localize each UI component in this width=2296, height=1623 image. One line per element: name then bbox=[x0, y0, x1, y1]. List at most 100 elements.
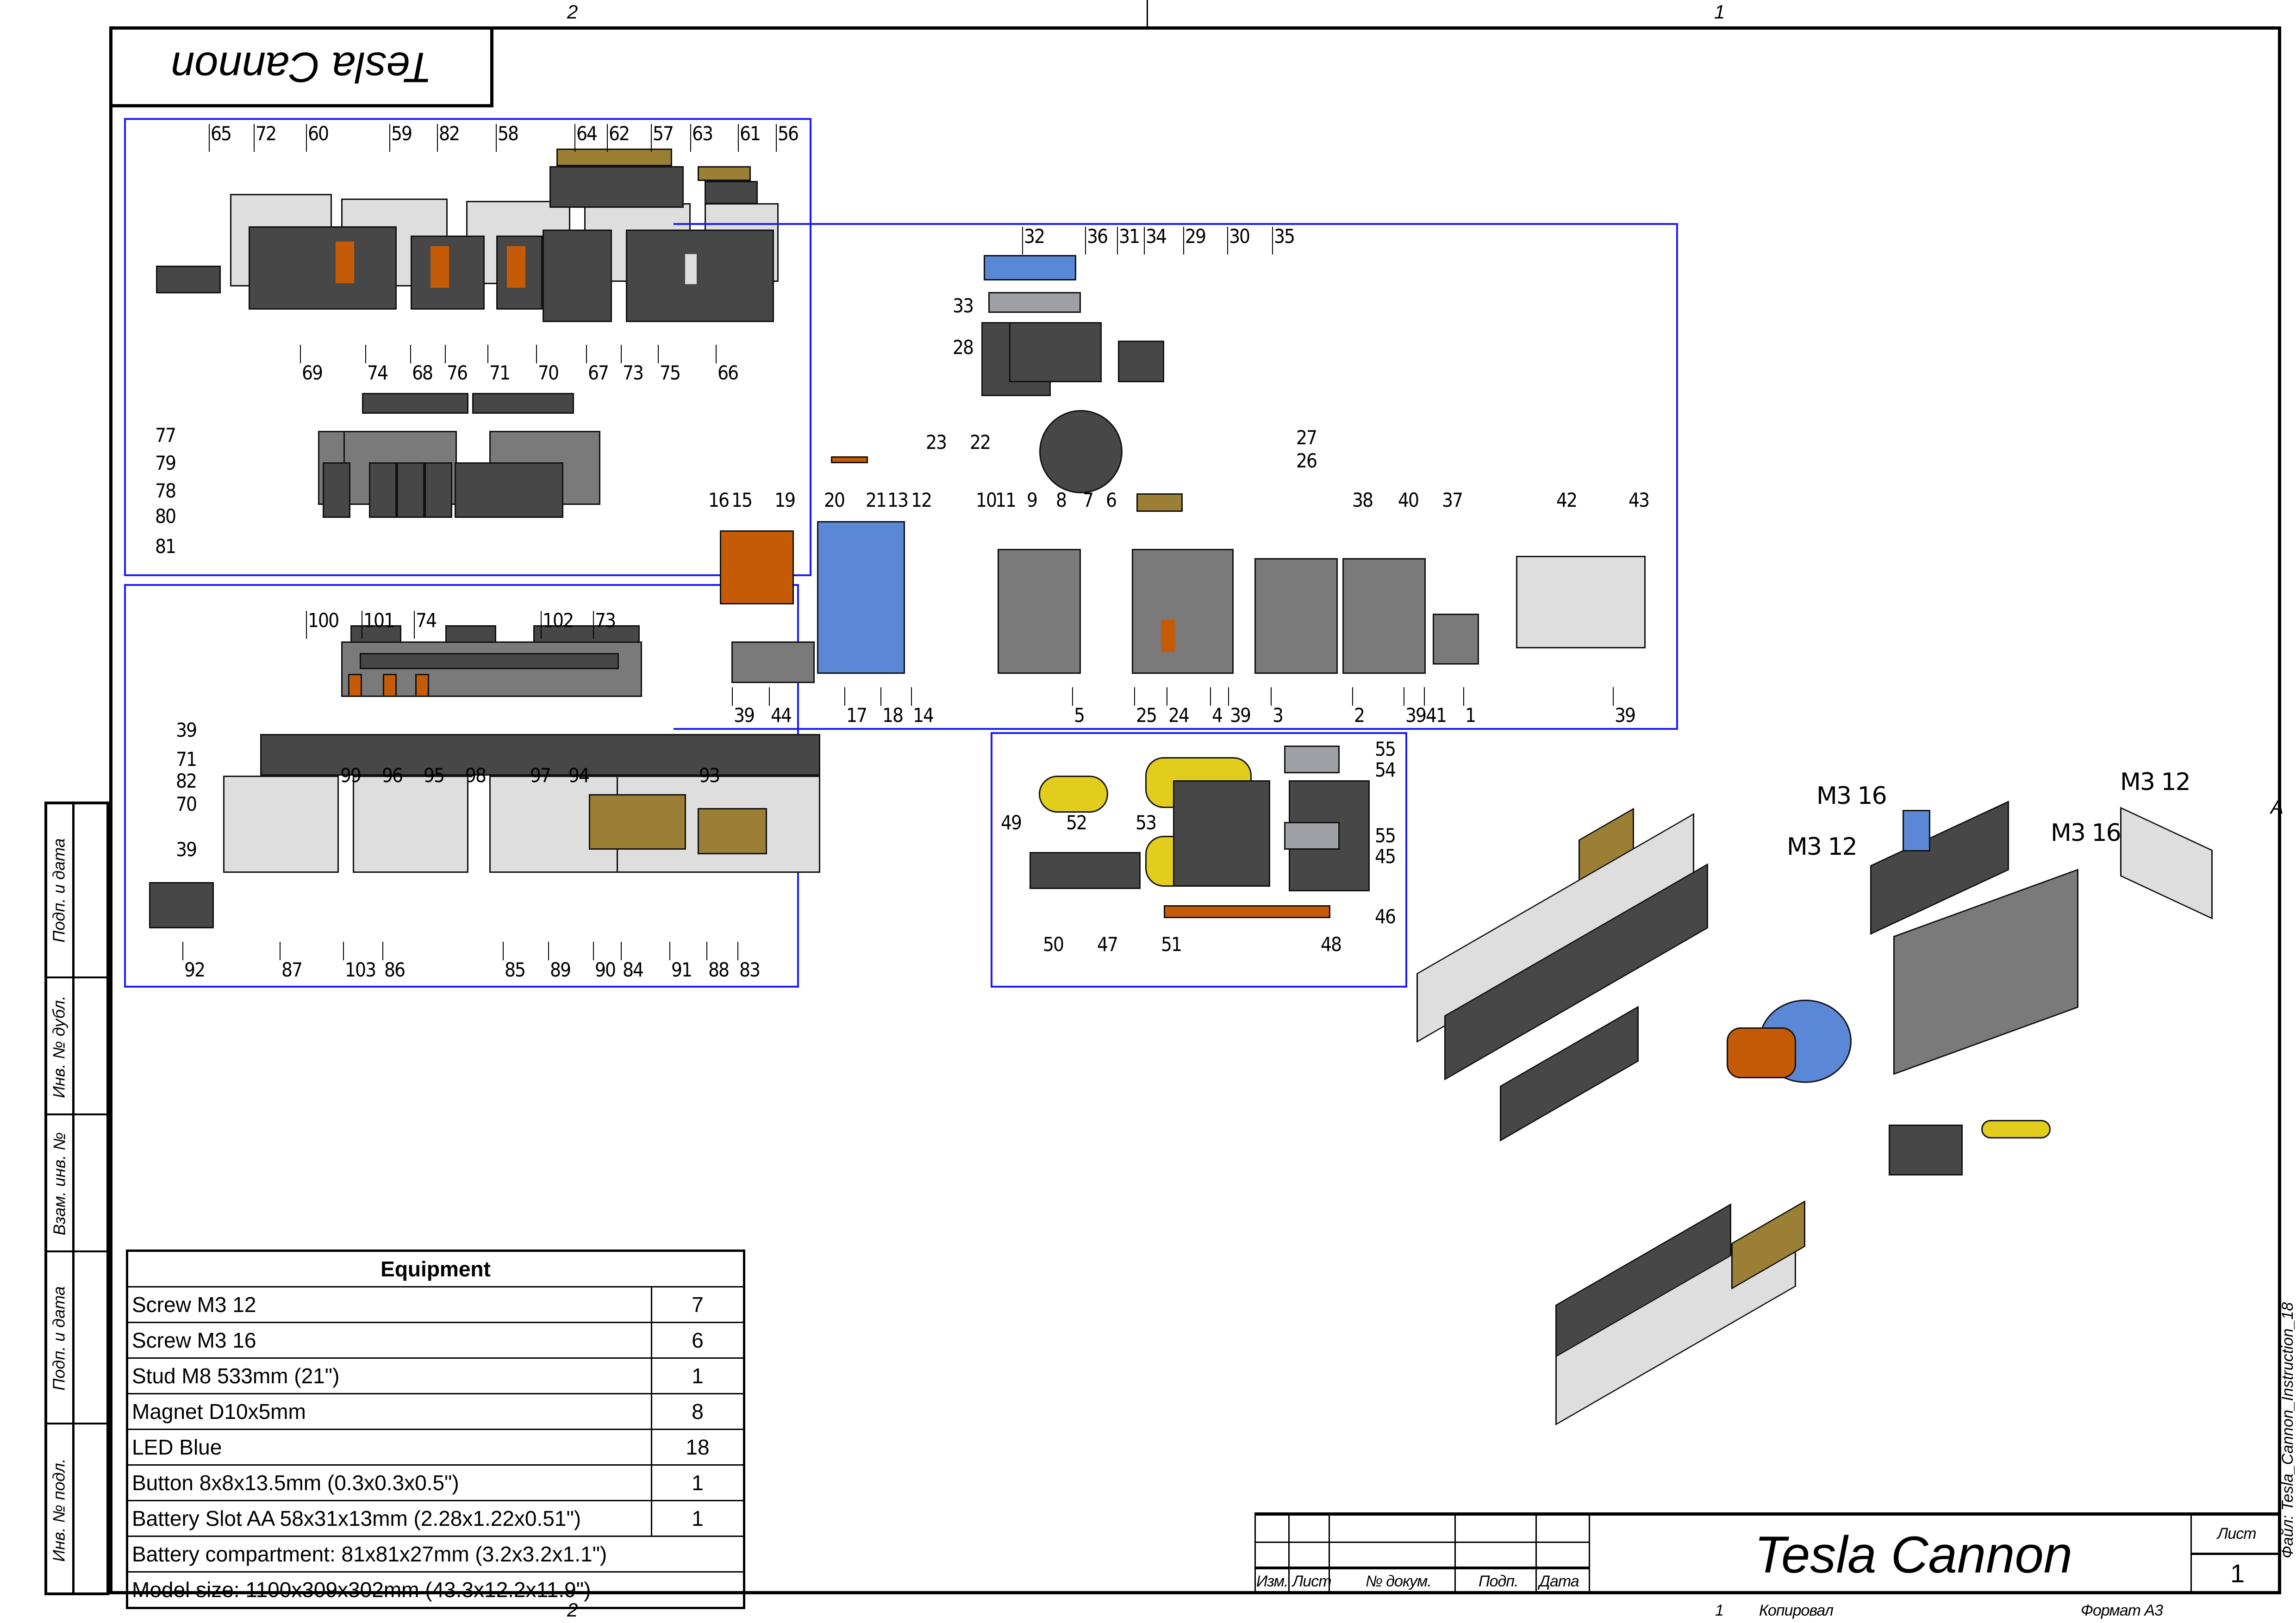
part-callout: 39 bbox=[1615, 704, 1636, 727]
part-80b bbox=[369, 462, 397, 518]
part-callout: 69 bbox=[302, 361, 323, 384]
part-70 bbox=[496, 236, 543, 310]
leader-line bbox=[1271, 687, 1272, 706]
part-80 bbox=[323, 462, 350, 518]
part-47 bbox=[1029, 852, 1141, 889]
equipment-name: Screw M3 16 bbox=[126, 1322, 652, 1359]
leader-line bbox=[621, 345, 622, 363]
part-71 bbox=[348, 674, 362, 697]
leader-line bbox=[621, 942, 622, 960]
part-callout: 83 bbox=[739, 958, 761, 981]
part-callout: 62 bbox=[609, 122, 630, 145]
part-callout: 44 bbox=[771, 704, 792, 727]
part-48 bbox=[1164, 905, 1330, 918]
part-71c bbox=[415, 674, 429, 697]
part-callout: 42 bbox=[1556, 489, 1578, 511]
leader-line bbox=[669, 942, 670, 960]
equipment-note: Model size: 1100x309x302mm (43.3x12.2x11… bbox=[126, 1571, 745, 1609]
equipment-qty: 6 bbox=[651, 1322, 745, 1359]
part-98 bbox=[341, 641, 642, 697]
equipment-name: Battery Slot AA 58x31x13mm (2.28x1.22x0.… bbox=[126, 1500, 652, 1537]
leader-line bbox=[1227, 227, 1228, 255]
part-90 bbox=[589, 794, 686, 850]
header-signature: Подп. bbox=[1479, 1573, 1518, 1590]
part-callout: 71 bbox=[176, 748, 197, 771]
part-callout: 26 bbox=[1296, 449, 1317, 472]
part-callout: 98 bbox=[465, 764, 487, 787]
screw-label-m3-16: M3 16 bbox=[2051, 819, 2121, 847]
part-92 bbox=[149, 882, 214, 928]
part-callout: 93 bbox=[699, 764, 720, 787]
leader-line bbox=[574, 124, 575, 152]
part-callout: 34 bbox=[1146, 225, 1167, 248]
equipment-name: Screw M3 12 bbox=[126, 1286, 652, 1323]
stamp-label: Взам. инв. № bbox=[50, 1132, 69, 1236]
part-52 bbox=[1039, 776, 1108, 813]
iso-lever-blue bbox=[1903, 810, 1930, 852]
part-callout: 88 bbox=[708, 958, 730, 981]
stamp-row: Взам. инв. № bbox=[47, 1113, 106, 1250]
part-callout: 66 bbox=[718, 361, 739, 384]
part-callout: 14 bbox=[913, 704, 934, 727]
part-callout: 57 bbox=[653, 122, 674, 145]
part-17 bbox=[731, 641, 815, 683]
part-callout: 18 bbox=[882, 704, 904, 727]
part-callout: 70 bbox=[176, 793, 197, 815]
leader-line bbox=[487, 345, 488, 363]
part-1 bbox=[1433, 614, 1479, 665]
rotated-title: Tesla Cannon bbox=[170, 44, 432, 91]
leader-line bbox=[732, 687, 733, 706]
part-callout: 32 bbox=[1024, 225, 1045, 248]
part-callout: 64 bbox=[576, 122, 598, 145]
part-callout: 39 bbox=[176, 719, 197, 741]
part-73 bbox=[472, 393, 574, 414]
equipment-name: Button 8x8x13.5mm (0.3x0.3x0.5") bbox=[126, 1464, 652, 1501]
leader-line bbox=[1183, 227, 1184, 255]
leader-line bbox=[1022, 227, 1023, 255]
leader-line bbox=[306, 124, 307, 152]
leader-line bbox=[593, 942, 594, 960]
part-74 bbox=[362, 393, 468, 414]
part-24 bbox=[1161, 620, 1175, 652]
part-callout: 4 bbox=[1212, 704, 1223, 727]
part-callout: 71 bbox=[489, 361, 511, 384]
leader-line bbox=[382, 942, 383, 960]
part-callout: 74 bbox=[367, 361, 388, 384]
header-doc-number: № докум. bbox=[1366, 1573, 1432, 1590]
leader-line bbox=[1134, 687, 1135, 706]
title-block-title: Tesla Cannon bbox=[1754, 1526, 2073, 1584]
equipment-heading: Equipment bbox=[126, 1250, 745, 1287]
part-callout: 70 bbox=[538, 361, 559, 384]
part-callout: 100 bbox=[308, 609, 339, 632]
part-callout: 6 bbox=[1106, 489, 1117, 511]
leader-line bbox=[306, 611, 307, 639]
equipment-row: Stud M8 533mm (21")1 bbox=[126, 1357, 745, 1394]
part-callout: 39 bbox=[1405, 704, 1427, 727]
part-callout: 52 bbox=[1066, 811, 1087, 834]
leader-line bbox=[586, 345, 587, 363]
leader-line bbox=[1613, 687, 1614, 706]
part-callout: 73 bbox=[595, 609, 616, 632]
equipment-name: Magnet D10x5mm bbox=[126, 1393, 652, 1430]
leader-line bbox=[280, 942, 281, 960]
leader-line bbox=[548, 942, 549, 960]
part-27 bbox=[1039, 410, 1123, 493]
part-callout: 58 bbox=[498, 122, 519, 145]
part-callout: 51 bbox=[1161, 933, 1182, 956]
part-55b bbox=[1284, 822, 1340, 850]
part-callout: 99 bbox=[340, 764, 362, 787]
part-87 bbox=[223, 776, 339, 873]
header-date: Дата bbox=[1539, 1573, 1579, 1590]
part-callout: 75 bbox=[660, 361, 681, 384]
leader-line bbox=[410, 345, 411, 363]
stamp-label: Подп. и дата bbox=[50, 838, 69, 943]
part-callout: 81 bbox=[155, 535, 176, 558]
part-callout: 24 bbox=[1168, 704, 1190, 727]
part-callout: 22 bbox=[970, 431, 991, 454]
format-label: Формат А3 bbox=[2081, 1602, 2163, 1619]
part-callout: 49 bbox=[1001, 811, 1022, 834]
panel-top-left-parts bbox=[124, 118, 811, 576]
